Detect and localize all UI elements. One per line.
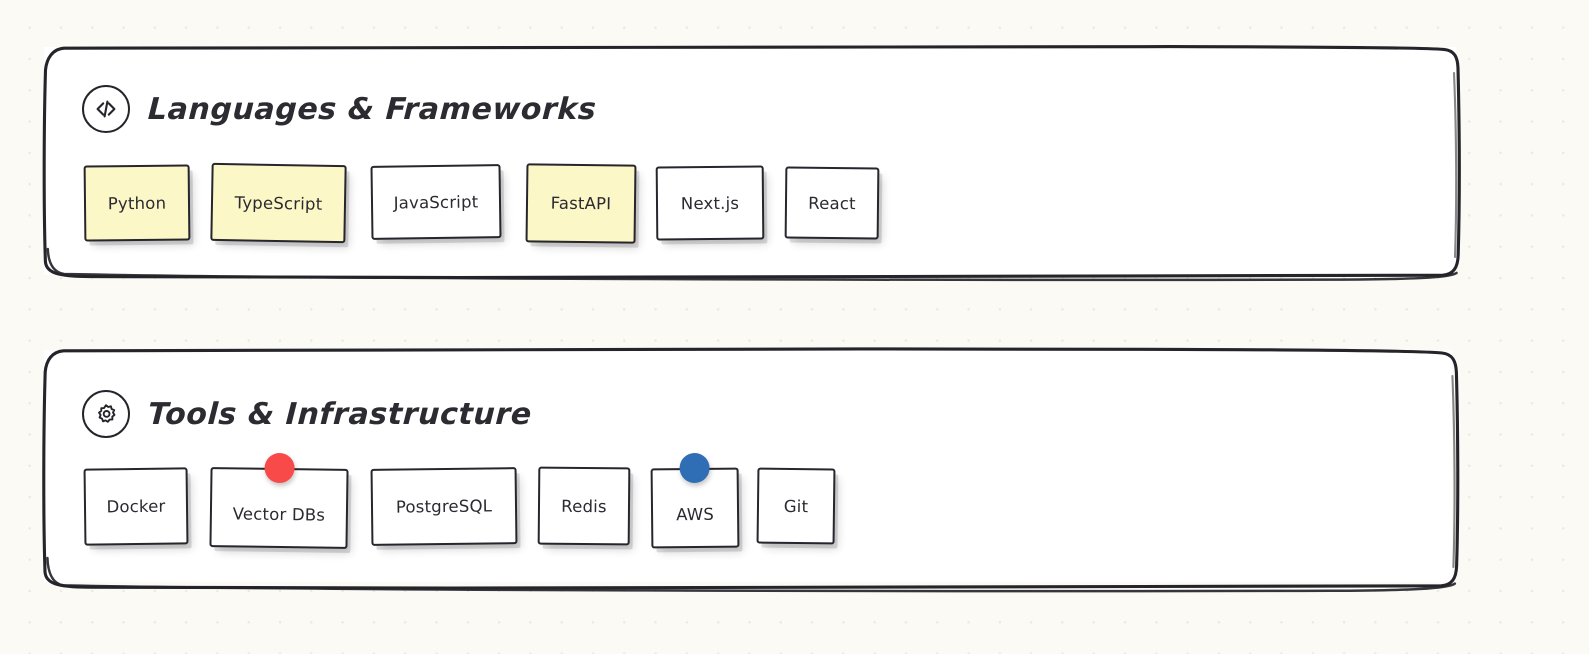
tag-card[interactable]: FastAPI	[525, 163, 637, 244]
tag-row-languages: Python TypeScript JavaScript FastAPI Next.js…	[44, 47, 1456, 275]
tag-card[interactable]: PostgreSQL	[370, 467, 518, 546]
section-header-tools: Tools & Infrastructure	[82, 390, 533, 438]
tag-card[interactable]: React	[784, 166, 880, 240]
code-icon	[82, 85, 130, 133]
tag-label: Vector DBs	[232, 503, 326, 525]
tag-card[interactable]: Redis	[537, 466, 631, 546]
tag-label: React	[808, 193, 856, 213]
tag-label: JavaScript	[393, 191, 479, 213]
tag-label: Docker	[106, 496, 166, 517]
tag-card[interactable]: Next.js	[655, 165, 765, 241]
section-title: Tools & Infrastructure	[147, 396, 533, 432]
section-title: Languages & Frameworks	[147, 91, 598, 127]
tag-label: Next.js	[680, 193, 740, 213]
tag-label: FastAPI	[550, 193, 612, 214]
pin-dot-icon	[679, 452, 710, 484]
tag-label: Redis	[561, 496, 607, 516]
panel-languages-frameworks: Languages & Frameworks Python TypeScript J…	[42, 44, 1461, 282]
tag-card[interactable]: Git	[756, 467, 836, 545]
tag-card[interactable]: Vector DBs	[209, 452, 349, 549]
section-header-languages: Languages & Frameworks	[82, 85, 597, 133]
tag-label: PostgreSQL	[395, 496, 493, 517]
tag-card[interactable]: Docker	[83, 467, 189, 546]
tag-row-tools: Docker Vector DBs PostgreSQL Redis AWS Git	[44, 350, 1452, 582]
tag-label: Git	[783, 496, 809, 516]
tag-card[interactable]: AWS	[650, 452, 740, 549]
tag-label: TypeScript	[234, 192, 323, 214]
tag-label: Python	[107, 193, 167, 213]
tag-card[interactable]: JavaScript	[370, 164, 502, 240]
tag-card[interactable]: Python	[83, 164, 191, 242]
gear-icon	[82, 390, 130, 438]
tag-card[interactable]: TypeScript	[210, 162, 347, 244]
panel-tools-infrastructure: Tools & Infrastructure Docker Vector DBs P…	[42, 347, 1460, 593]
tag-label: AWS	[676, 504, 715, 524]
